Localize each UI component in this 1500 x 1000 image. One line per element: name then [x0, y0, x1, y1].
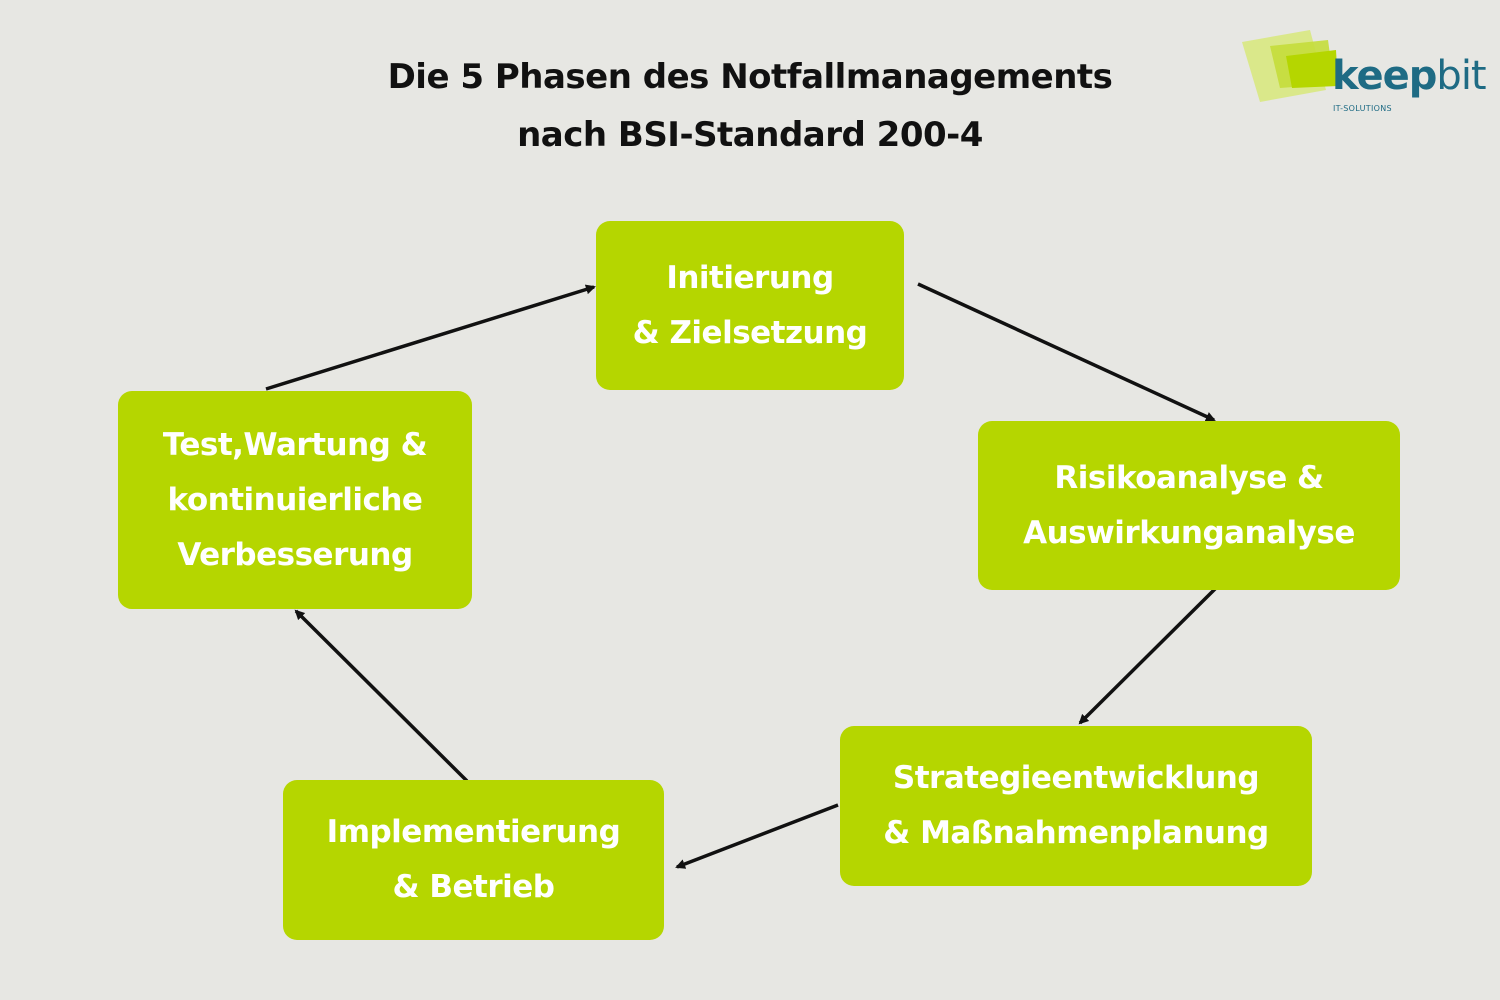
phase-label-line: Implementierung	[326, 814, 621, 850]
phase-box-strategieentwicklung: Strategieentwicklung & Maßnahmenplanung	[840, 726, 1312, 886]
phase-label-line: & Maßnahmenplanung	[883, 815, 1269, 851]
phase-box-implementierung: Implementierung & Betrieb	[283, 780, 664, 940]
arrow-phase5-to-phase1	[265, 284, 596, 391]
arrow-phase2-to-phase3	[1078, 586, 1218, 725]
title-line-1: Die 5 Phasen des Notfallmanagements	[387, 57, 1113, 97]
phase-label-line: Test,Wartung &	[162, 426, 428, 463]
title-line-2: nach BSI-Standard 200-4	[517, 115, 983, 155]
logo-squares-icon	[1242, 30, 1338, 102]
phase-label-line: Auswirkunganalyse	[1023, 514, 1355, 551]
arrow-phase1-to-phase2	[917, 282, 1216, 422]
logo-word-strong: keep	[1332, 53, 1437, 99]
logo-wordmark: keepbit	[1332, 53, 1487, 99]
phase-box-risikoanalyse: Risikoanalyse & Auswirkunganalyse	[978, 421, 1400, 590]
phase-label-line: Risikoanalyse &	[1054, 459, 1324, 496]
phase-label-line: kontinuierliche	[167, 481, 423, 518]
arrow-phase4-to-phase5	[294, 609, 469, 783]
phase-box-test-wartung: Test,Wartung & kontinuierliche Verbesser…	[118, 391, 472, 609]
logo-subtitle: IT-SOLUTIONS	[1333, 104, 1392, 113]
phase-label-line: Verbesserung	[177, 536, 413, 573]
phase-label-line: Initierung	[666, 259, 834, 296]
phase-box-initierung: Initierung & Zielsetzung	[596, 221, 904, 390]
logo-word-light: bit	[1436, 53, 1486, 99]
diagram-title: Die 5 Phasen des Notfallmanagements nach…	[250, 48, 1250, 164]
arrow-phase3-to-phase4	[675, 803, 839, 869]
phase-label-line: Strategieentwicklung	[892, 760, 1260, 796]
phase-label-line: & Zielsetzung	[632, 314, 868, 351]
phase-label-line: & Betrieb	[392, 869, 555, 905]
keepbit-logo: keepbit IT-SOLUTIONS	[1240, 26, 1487, 113]
